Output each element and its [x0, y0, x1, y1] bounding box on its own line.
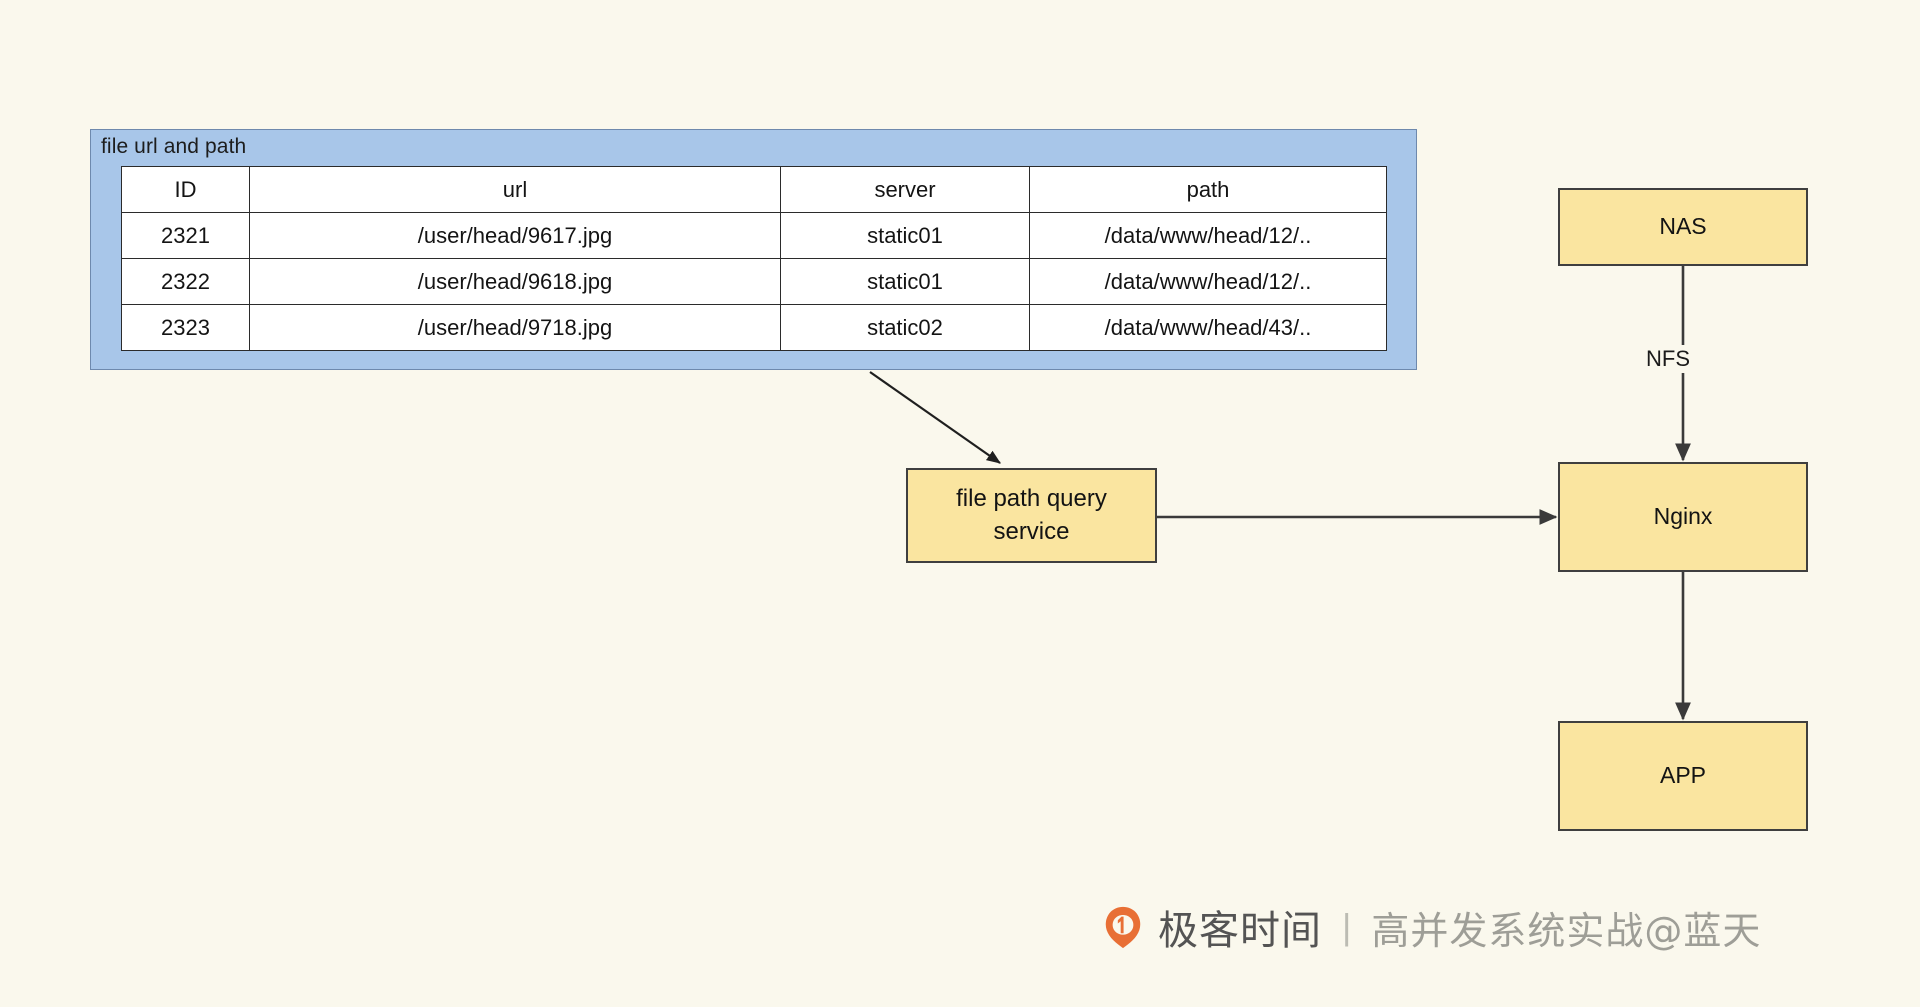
node-label-line1: file path query [956, 485, 1107, 513]
cell-url: /user/head/9617.jpg [249, 212, 781, 259]
cell-id: 2323 [121, 304, 250, 351]
edge-table-to-service [869, 371, 1001, 464]
column-header-path: path [1029, 166, 1387, 213]
watermark-brand: 极客时间 [1158, 908, 1322, 954]
table-row: 2322 /user/head/9618.jpg static01 /data/… [121, 258, 1387, 305]
column-header-server: server [780, 166, 1030, 213]
node-label-nas: NAS [1659, 213, 1707, 240]
node-file-path-query-service: file path query service [906, 468, 1157, 563]
node-label-app: APP [1659, 762, 1707, 789]
column-header-id: ID [121, 166, 250, 213]
cell-path: /data/www/head/12/.. [1029, 258, 1387, 305]
node-app: APP [1558, 721, 1808, 831]
node-label-nginx: Nginx [1653, 503, 1713, 530]
node-nginx: Nginx [1558, 462, 1808, 572]
file-url-path-table: ID url server path 2321 /user/head/9617.… [121, 166, 1387, 351]
table-row: 2321 /user/head/9617.jpg static01 /data/… [121, 212, 1387, 259]
watermark-subtitle: 高并发系统实战@蓝天 [1371, 908, 1762, 953]
cell-path: /data/www/head/12/.. [1029, 212, 1387, 259]
cell-url: /user/head/9718.jpg [249, 304, 781, 351]
cell-path: /data/www/head/43/.. [1029, 304, 1387, 351]
node-label-line2: service [993, 517, 1070, 545]
cell-id: 2322 [121, 258, 250, 305]
watermark-separator: | [1342, 906, 1352, 947]
table-header-row: ID url server path [121, 166, 1387, 213]
column-header-url: url [249, 166, 781, 213]
panel-title: file url and path [101, 135, 247, 158]
cell-url: /user/head/9618.jpg [249, 258, 781, 305]
table-row: 2323 /user/head/9718.jpg static02 /data/… [121, 304, 1387, 351]
watermark: 极客时间 | 高并发系统实战@蓝天 [1100, 898, 1761, 956]
edge-label-nfs: NFS [1640, 345, 1696, 373]
cell-id: 2321 [121, 212, 250, 259]
geekbang-logo-icon [1105, 906, 1141, 949]
node-label-wrapper: file path query service [956, 483, 1107, 548]
cell-server: static01 [780, 258, 1030, 305]
cell-server: static01 [780, 212, 1030, 259]
node-nas: NAS [1558, 188, 1808, 266]
file-url-path-panel: file url and path ID url server path 232… [90, 129, 1417, 370]
cell-server: static02 [780, 304, 1030, 351]
file-url-path-table-wrapper: ID url server path 2321 /user/head/9617.… [121, 166, 1387, 351]
